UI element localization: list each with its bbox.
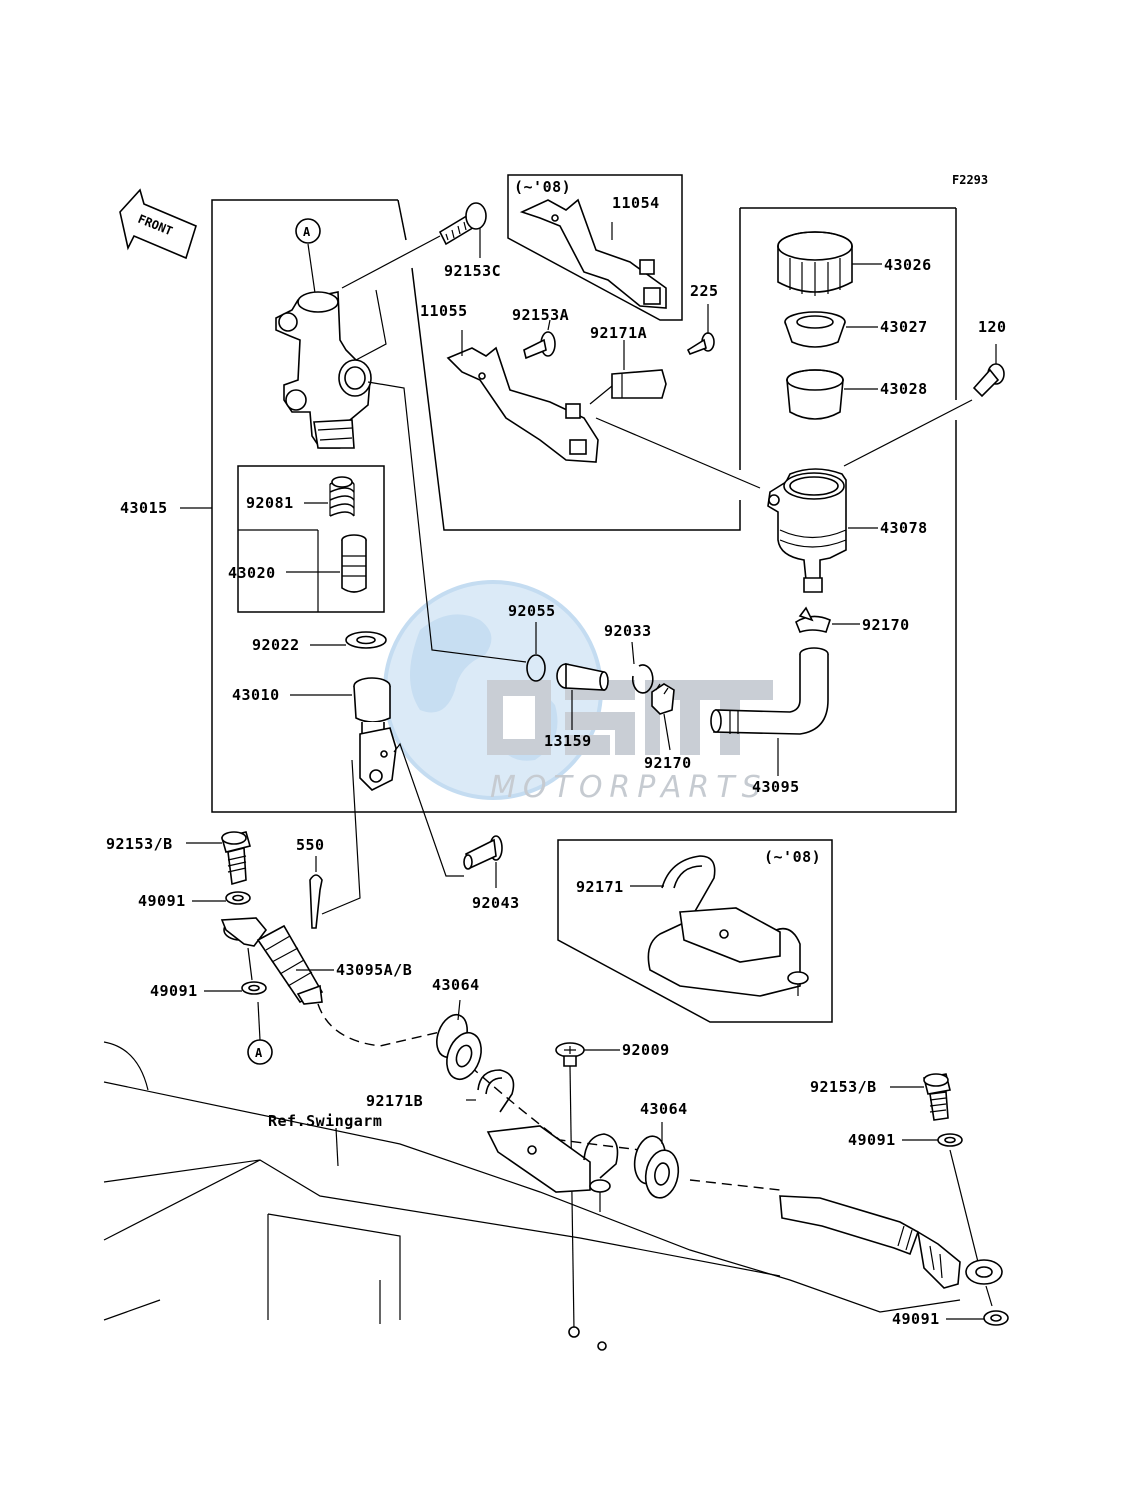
label-92009: 92009 — [622, 1041, 670, 1059]
part-11054 — [519, 198, 667, 309]
label-225: 225 — [690, 282, 719, 300]
part-49091-b — [241, 981, 267, 995]
watermark-text: MOTORPARTS — [490, 770, 768, 805]
part-49091-d — [983, 1310, 1009, 1326]
part-43028-plate — [786, 369, 844, 420]
note-inset: (~'08) — [764, 848, 821, 866]
label-120: 120 — [978, 318, 1007, 336]
label-92033: 92033 — [604, 622, 652, 640]
part-43064-b — [633, 1122, 680, 1199]
part-120-screw — [843, 344, 1005, 467]
label-92055: 92055 — [508, 602, 556, 620]
part-550-cotter — [309, 856, 323, 929]
part-49091-c — [937, 1133, 979, 1263]
label-92171B: 92171B — [366, 1092, 423, 1110]
marker-a-top-label: A — [303, 225, 311, 239]
group-frames — [211, 174, 957, 1023]
label-49091-c: 49091 — [848, 1131, 896, 1149]
frame-43015 — [211, 199, 957, 813]
diagram-code: F2293 — [952, 173, 988, 187]
label-43020: 43020 — [228, 564, 276, 582]
part-43026-cap — [777, 231, 853, 296]
label-92081: 92081 — [246, 494, 294, 512]
label-43027: 43027 — [880, 318, 928, 336]
part-92170-clamp-lower — [651, 683, 675, 715]
part-92153C — [341, 202, 487, 289]
part-43078-reservoir — [595, 417, 847, 593]
label-43064-a: 43064 — [432, 976, 480, 994]
part-92033-circlip — [631, 664, 654, 694]
part-92170-clamp-upper — [795, 606, 831, 633]
label-11055: 11055 — [420, 302, 468, 320]
frame-note-top — [507, 174, 683, 321]
part-43027-diaphragm — [784, 311, 846, 348]
label-43010: 43010 — [232, 686, 280, 704]
label-43028: 43028 — [880, 380, 928, 398]
part-92171B-clamp — [466, 1069, 619, 1212]
part-43020-piston — [341, 534, 367, 593]
part-92009-screw — [555, 1042, 620, 1331]
note-top: (~'08) — [514, 178, 571, 196]
master-cylinder-body — [275, 291, 372, 449]
part-banjo-right — [965, 1259, 1003, 1307]
part-11055 — [446, 330, 599, 463]
part-92081-spring — [329, 476, 355, 517]
label-92170-upper: 92170 — [862, 616, 910, 634]
part-43064-a — [436, 999, 482, 1081]
label-92043: 92043 — [472, 894, 520, 912]
label-43026: 43026 — [884, 256, 932, 274]
part-43095AB-hose — [220, 917, 324, 1005]
label-550: 550 — [296, 836, 325, 854]
frame-92081-43020 — [237, 465, 385, 613]
label-43015: 43015 — [120, 499, 168, 517]
label-49091-b: 49091 — [150, 982, 198, 1000]
part-92153A — [523, 319, 556, 360]
part-hose-lower-right — [779, 1195, 961, 1289]
part-92153B-right — [923, 1073, 951, 1121]
frame-note-inset — [557, 839, 833, 1023]
label-43095AB: 43095A/B — [336, 961, 412, 979]
label-92153A: 92153A — [512, 306, 569, 324]
label-ref-swingarm: Ref.Swingarm — [268, 1112, 382, 1130]
hose-route-right — [689, 1179, 781, 1191]
part-225 — [686, 304, 715, 356]
label-92153B-left: 92153/B — [106, 835, 173, 853]
part-92022-washer — [345, 631, 387, 649]
front-arrow: FRONT — [119, 188, 197, 260]
label-49091-a: 49091 — [138, 892, 186, 910]
label-92022: 92022 — [252, 636, 300, 654]
part-43010-boot-rod — [353, 677, 397, 791]
marker-a-bottom: A — [247, 947, 273, 1065]
label-11054: 11054 — [612, 194, 660, 212]
part-49091-a — [225, 891, 251, 905]
part-43095-hose — [710, 647, 829, 776]
swingarm-reference — [103, 1041, 961, 1351]
label-43078: 43078 — [880, 519, 928, 537]
part-13159 — [556, 663, 609, 691]
assembly-lines — [321, 289, 527, 915]
marker-a-top: A — [295, 218, 321, 301]
label-13159: 13159 — [544, 732, 592, 750]
part-92171A — [589, 340, 667, 405]
hose-route-upper — [317, 1003, 441, 1047]
label-92170-lower: 92170 — [644, 754, 692, 772]
marker-a-bottom-label: A — [255, 1046, 263, 1060]
part-92055-oring — [526, 654, 546, 682]
label-92153B-right: 92153/B — [810, 1078, 877, 1096]
label-92171A: 92171A — [590, 324, 647, 342]
label-92153C: 92153C — [444, 262, 501, 280]
labels: (~'08) (~'08) 92153C 11054 92153A 11055 … — [106, 178, 1007, 1328]
label-43064-b: 43064 — [640, 1100, 688, 1118]
label-92171: 92171 — [576, 878, 624, 896]
part-92043-pin — [463, 835, 503, 888]
part-92153B-left — [221, 831, 251, 886]
part-92171-inset — [647, 855, 809, 997]
watermark: MOTORPARTS — [383, 580, 773, 805]
label-43095: 43095 — [752, 778, 800, 796]
label-49091-d: 49091 — [892, 1310, 940, 1328]
